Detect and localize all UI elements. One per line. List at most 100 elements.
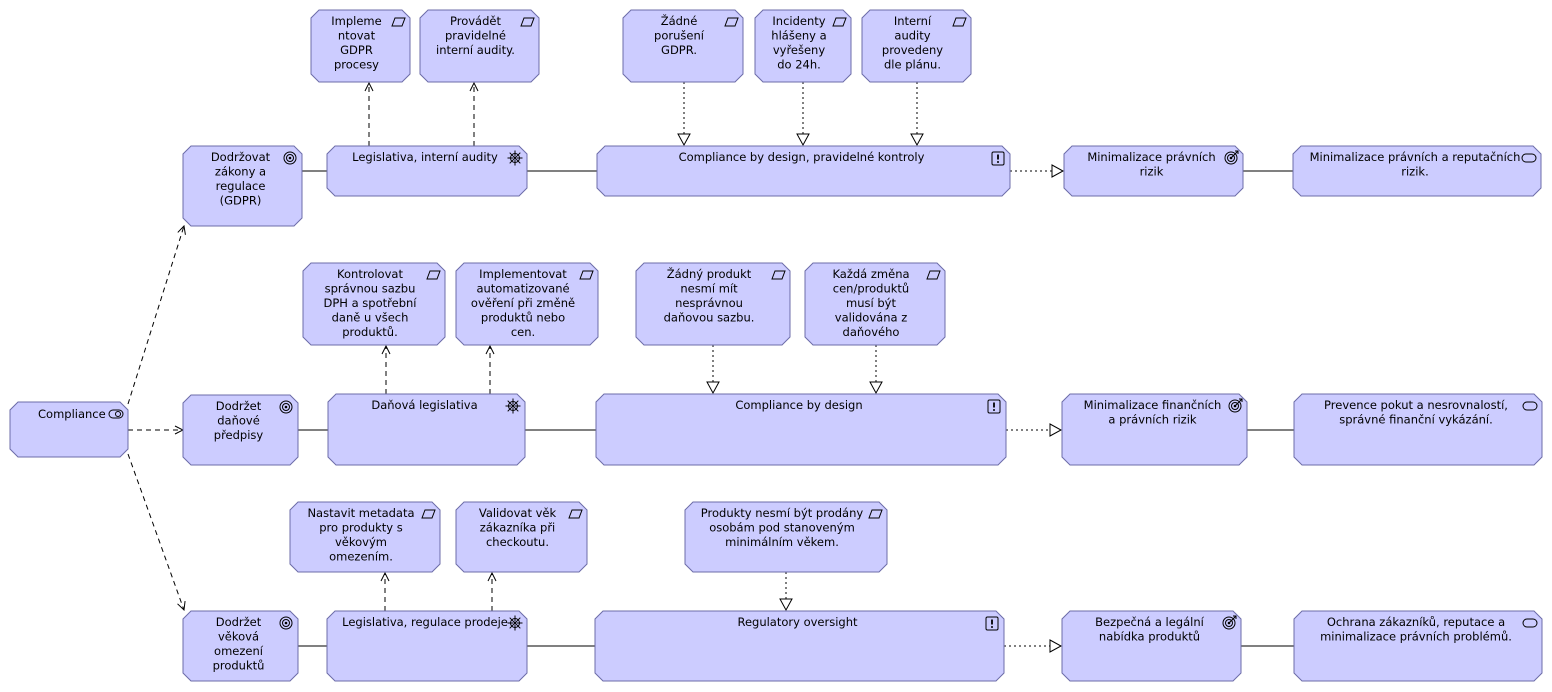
node-shape — [596, 145, 1011, 197]
assessment-icon — [507, 615, 523, 631]
driver-icon — [108, 409, 124, 419]
assessment-icon — [507, 150, 523, 166]
requirement-icon — [724, 17, 739, 27]
node-shape — [310, 9, 411, 83]
outcome-icon — [1228, 398, 1243, 413]
[interactable]: Daňová legislativaDaňová legislativa — [327, 393, 526, 466]
principle-icon — [985, 616, 999, 631]
[interactable]: ComplianceCompliance — [9, 401, 129, 458]
[interactable]: Compliance by designCompliance by design — [595, 393, 1007, 466]
outcome-icon — [1222, 615, 1237, 630]
[interactable]: Regulatory oversightRegulatory oversight — [594, 610, 1005, 682]
node-shape — [455, 501, 588, 573]
node-shape — [684, 501, 888, 573]
node-shape — [9, 401, 129, 458]
[interactable]: Legislativa, interní audityLegislativa, … — [326, 145, 528, 197]
node-shape — [804, 262, 946, 346]
node-shape — [622, 9, 744, 83]
requirement-icon — [568, 509, 583, 519]
node-shape — [1063, 145, 1244, 197]
node-shape — [455, 262, 599, 346]
node-label: Legislativa, regulace prodeje — [342, 615, 508, 629]
node-label: Prevence pokut a nesrovnalostí,správné f… — [1324, 398, 1508, 427]
influence-connection — [127, 226, 184, 405]
node-label: Compliance — [38, 407, 106, 421]
node-shape — [419, 9, 540, 83]
requirement-icon — [426, 270, 441, 280]
node-shape — [754, 9, 852, 83]
node-shape — [1061, 610, 1242, 682]
requirement-icon — [421, 509, 436, 519]
node-shape — [594, 610, 1005, 682]
goal-icon — [283, 151, 297, 165]
node-shape — [182, 610, 299, 682]
assessment-icon — [505, 398, 521, 414]
node-shape — [327, 393, 526, 466]
node-shape — [182, 394, 299, 466]
node-shape — [635, 262, 791, 346]
node-shape — [595, 393, 1007, 466]
influence-connection — [127, 453, 184, 610]
requirement-icon — [952, 17, 967, 27]
requirement-icon — [771, 270, 786, 280]
requirement-icon — [579, 270, 594, 280]
node-shape — [326, 610, 528, 682]
node-shape — [1292, 145, 1542, 197]
node-label: Regulatory oversight — [737, 615, 858, 629]
requirement-icon — [868, 509, 883, 519]
[interactable]: Compliance by design, pravidelné kontrol… — [596, 145, 1011, 197]
goal-icon — [279, 400, 293, 414]
node-shape — [302, 262, 446, 346]
node-shape — [326, 145, 528, 197]
value-icon — [1522, 618, 1538, 628]
goal-icon — [279, 616, 293, 630]
node-shape — [1061, 393, 1248, 466]
node-label: Compliance by design — [735, 398, 862, 412]
requirement-icon — [391, 17, 406, 27]
requirement-icon — [926, 270, 941, 280]
node-label: Daňová legislativa — [371, 398, 477, 412]
[interactable]: Prevence pokut a nesrovnalostí,správné f… — [1293, 393, 1543, 466]
[interactable]: Legislativa, regulace prodejeLegislativa… — [326, 610, 528, 682]
